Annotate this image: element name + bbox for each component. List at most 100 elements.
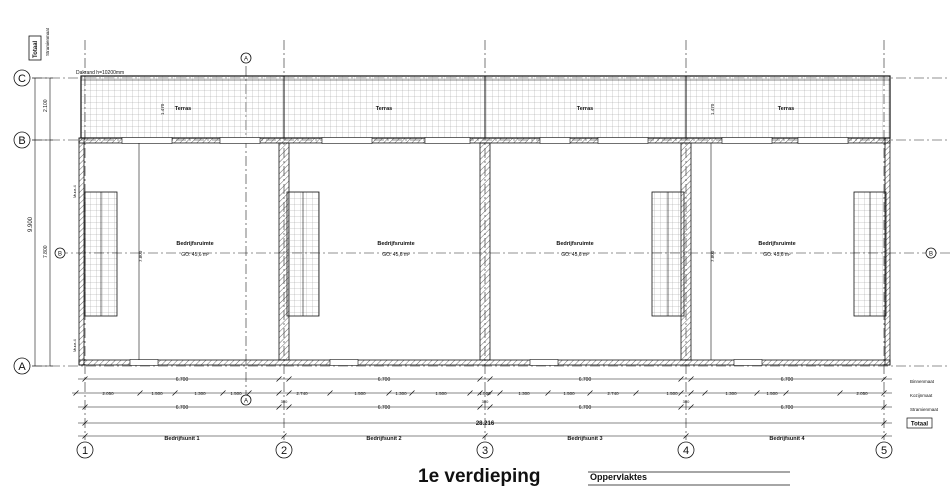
total-box: Totaal xyxy=(906,417,933,429)
dim-tick xyxy=(286,376,292,382)
dim-tick xyxy=(881,390,887,396)
dim-kozijn-13: 1.500 xyxy=(666,391,678,396)
dim-tick xyxy=(281,433,287,439)
dim-kozijn-7: 1.300 xyxy=(395,391,407,396)
dim-tick xyxy=(286,390,292,396)
side-marker-left: B xyxy=(54,247,66,259)
dim-row-label-kozijnmaat: Kozijnmaat xyxy=(910,393,933,398)
terrace-depth-1: 1.470 xyxy=(160,103,165,115)
dim-stramien-2: 6.700 xyxy=(378,405,391,411)
dim-tick xyxy=(82,420,88,426)
unit-name-2: Bedrijfsunit 2 xyxy=(366,436,401,442)
wall-dim-2: 300 xyxy=(482,399,489,404)
dim-tick xyxy=(881,376,887,382)
side-label-top: Muur-4 xyxy=(72,185,77,198)
stair-unit-3 xyxy=(651,191,685,317)
dim-tick xyxy=(327,390,333,396)
column-marker-3: 3 xyxy=(476,441,494,459)
dim-tick xyxy=(881,420,887,426)
terrace-label-2: Terras xyxy=(376,106,392,112)
dim-tick xyxy=(837,390,843,396)
dim-binnenmaat-4: 6.700 xyxy=(781,377,794,383)
room-label-4: Bedrijfsruimte xyxy=(758,241,795,247)
dim-tick xyxy=(587,390,593,396)
room-label-2: Bedrijfsruimte xyxy=(377,241,414,247)
dim-tick xyxy=(683,433,689,439)
dim-tick xyxy=(688,376,694,382)
svg-text:B: B xyxy=(58,252,62,258)
dim-tick xyxy=(73,390,79,396)
dim-tick xyxy=(487,390,493,396)
terrace-label-3: Terras xyxy=(577,106,593,112)
height-label-1: 7.800 xyxy=(138,250,143,262)
window-openings xyxy=(121,137,849,366)
terrace-label-4: Terras xyxy=(778,106,794,112)
dim-binnenmaat-3: 6.700 xyxy=(579,377,592,383)
dim-kozijn-2: 1.500 xyxy=(151,391,163,396)
dim-tick xyxy=(545,390,551,396)
svg-text:B: B xyxy=(929,252,933,258)
room-area-1: GO: 45,6 m² xyxy=(181,252,209,258)
dim-tick xyxy=(220,390,226,396)
unit-name-3: Bedrijfsunit 3 xyxy=(567,436,602,442)
dim-tick xyxy=(881,433,887,439)
dimension-ticks xyxy=(73,376,887,439)
legend-lines xyxy=(588,471,790,486)
corner-sublabel: Stramienmaat xyxy=(45,27,50,56)
stair-unit-2 xyxy=(286,191,320,317)
dim-overall-depth: 9.900 xyxy=(28,216,34,232)
terrace-label-1: Terras xyxy=(175,106,191,112)
dim-kozijn-16: 2.050 xyxy=(856,391,868,396)
dim-tick xyxy=(477,390,483,396)
dim-tick xyxy=(386,390,392,396)
dim-tick xyxy=(633,390,639,396)
dim-tick xyxy=(688,404,694,410)
room-area-4: GO: 45,6 m² xyxy=(763,252,791,258)
dim-binnenmaat-2: 6.700 xyxy=(378,377,391,383)
room-area-3: GO: 45,6 m² xyxy=(561,252,589,258)
stair-unit-1 xyxy=(84,191,118,317)
corner-title-block: Totaal Stramienmaat xyxy=(28,27,50,61)
svg-text:B: B xyxy=(18,135,25,147)
dim-tick xyxy=(487,404,493,410)
dim-tick xyxy=(678,390,684,396)
dim-tick xyxy=(487,376,493,382)
dim-row-label-binnenmaat: Binnenmaat xyxy=(910,379,935,384)
dim-row-c-b: 2.100 xyxy=(43,99,49,112)
svg-text:1: 1 xyxy=(82,445,88,457)
dim-tick xyxy=(467,390,473,396)
room-label-3: Bedrijfsruimte xyxy=(556,241,593,247)
dim-kozijn-1: 2.050 xyxy=(102,391,114,396)
building-walls xyxy=(78,137,891,366)
dim-tick xyxy=(246,390,252,396)
dim-tick xyxy=(702,390,708,396)
dim-tick xyxy=(482,433,488,439)
svg-text:A: A xyxy=(244,399,248,405)
left-dimensions xyxy=(32,77,53,367)
dim-tick xyxy=(82,433,88,439)
dim-row-b-a: 7.800 xyxy=(43,245,49,258)
svg-text:5: 5 xyxy=(881,445,887,457)
height-label-4: 7.800 xyxy=(710,250,715,262)
dim-stramien-4: 6.700 xyxy=(781,405,794,411)
dim-tick xyxy=(82,376,88,382)
wall-dim-3: 300 xyxy=(683,399,690,404)
room-label-1: Bedrijfsruimte xyxy=(176,241,213,247)
row-marker-a: A xyxy=(13,357,31,375)
section-marker-top: A xyxy=(240,52,252,64)
corner-label: Totaal xyxy=(33,40,39,58)
dim-row-label-stramienmaat: Stramienmaat xyxy=(910,407,939,412)
svg-text:3: 3 xyxy=(482,445,488,457)
drawing-title: 1e verdieping xyxy=(418,466,541,487)
dim-kozijn-6: 1.500 xyxy=(354,391,366,396)
dim-kozijn-8: 1.500 xyxy=(435,391,447,396)
terrace-depth-4: 1.470 xyxy=(710,103,715,115)
dim-tick xyxy=(276,376,282,382)
dim-tick xyxy=(137,390,143,396)
dim-stramien-1: 6.700 xyxy=(176,405,189,411)
roof-note: Dakrand h=10200mm xyxy=(76,70,124,76)
dim-kozijn-14: 1.300 xyxy=(725,391,737,396)
dim-tick xyxy=(678,376,684,382)
section-marker-bottom: A xyxy=(240,394,252,406)
dim-kozijn-15: 1.500 xyxy=(766,391,778,396)
